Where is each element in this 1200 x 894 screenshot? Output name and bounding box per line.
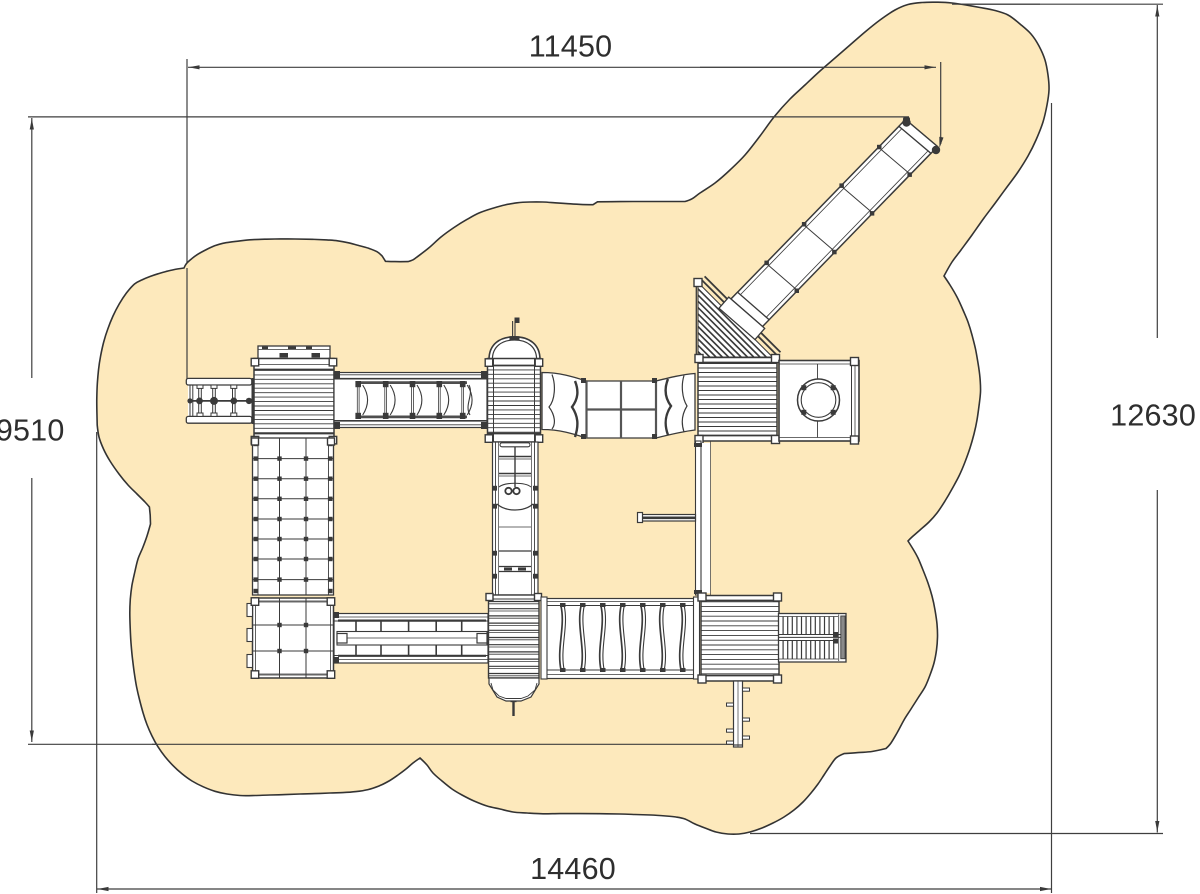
svg-text:14460: 14460 bbox=[530, 852, 616, 886]
svg-text:9510: 9510 bbox=[0, 414, 65, 448]
svg-text:12630: 12630 bbox=[1110, 399, 1196, 433]
svg-text:11450: 11450 bbox=[529, 30, 613, 64]
